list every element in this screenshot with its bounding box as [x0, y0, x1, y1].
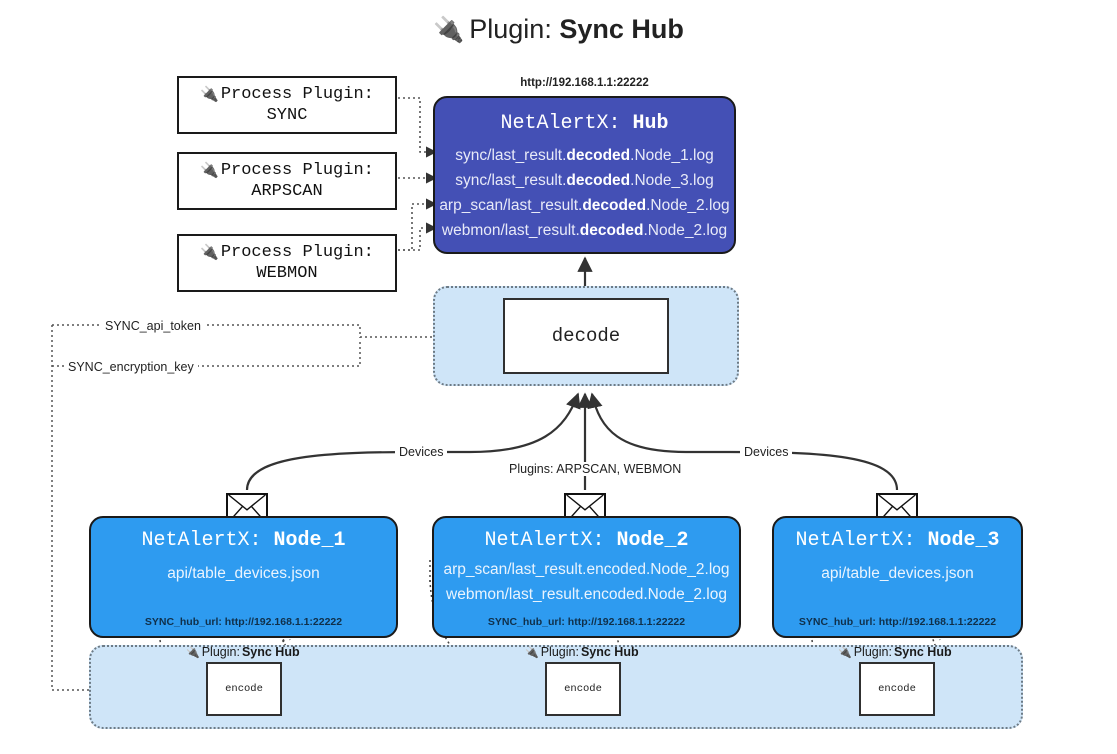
process-plugin-name: ARPSCAN	[251, 182, 323, 201]
node-title-name: Node_1	[273, 529, 346, 552]
process-plugin-sync[interactable]: 🔌 Process Plugin: SYNC	[177, 76, 397, 134]
edge-label-devices-left: Devices	[395, 445, 448, 459]
node-title-prefix: NetAlertX:	[795, 529, 928, 552]
plug-icon: 🔌	[433, 16, 465, 44]
node-line-list: api/table_devices.json	[774, 562, 1021, 587]
plug-icon: 🔌	[186, 646, 200, 659]
encode-box-3[interactable]: encode	[859, 662, 935, 716]
process-plugin-name: WEBMON	[256, 264, 318, 283]
encode-box-2[interactable]: encode	[545, 662, 621, 716]
process-plugin-label: Process Plugin:	[220, 84, 374, 104]
hub-log-line: sync/last_result.decoded.Node_1.log	[455, 147, 714, 164]
node-title: NetAlertX: Node_3	[774, 529, 1021, 552]
node-line-list: api/table_devices.json	[91, 562, 396, 587]
hub-title-prefix: NetAlertX:	[500, 112, 633, 135]
encode-box-1[interactable]: encode	[206, 662, 282, 716]
decode-box[interactable]: decode	[503, 298, 669, 374]
hub-log-line: webmon/last_result.decoded.Node_2.log	[441, 222, 728, 240]
encode-plugin-label-1: 🔌Plugin: Sync Hub	[186, 645, 300, 659]
node-line-list: arp_scan/last_result.encoded.Node_2.log …	[434, 558, 739, 608]
node-box-node-3[interactable]: NetAlertX: Node_3 api/table_devices.json…	[772, 516, 1023, 638]
node-hub-url: SYNC_hub_url: http://192.168.1.1:22222	[144, 616, 343, 628]
plug-icon: 🔌	[838, 646, 852, 659]
node-line: arp_scan/last_result.encoded.Node_2.log	[443, 561, 730, 578]
plug-icon: 🔌	[200, 243, 219, 261]
process-plugin-name: SYNC	[266, 106, 308, 125]
hub-title: NetAlertX: Hub	[435, 112, 734, 135]
node-title: NetAlertX: Node_2	[434, 529, 739, 552]
plug-icon: 🔌	[200, 85, 219, 103]
page-title-prefix: Plugin:	[469, 14, 560, 44]
hub-log-line: arp_scan/last_result.decoded.Node_2.log	[439, 197, 730, 215]
node-line: webmon/last_result.encoded.Node_2.log	[446, 585, 727, 603]
encode-plugin-label-2: 🔌Plugin: Sync Hub	[525, 645, 639, 659]
page-title-name: Sync Hub	[559, 14, 684, 44]
process-plugin-label: Process Plugin:	[220, 242, 374, 262]
node-title-name: Node_2	[616, 529, 689, 552]
node-title-prefix: NetAlertX:	[141, 529, 274, 552]
node-line: api/table_devices.json	[821, 565, 974, 582]
node-hub-url: SYNC_hub_url: http://192.168.1.1:22222	[798, 616, 997, 628]
node-title-prefix: NetAlertX:	[484, 529, 617, 552]
node-hub-url: SYNC_hub_url: http://192.168.1.1:22222	[487, 616, 686, 628]
setting-api-token-label: SYNC_api_token	[101, 319, 205, 333]
node-title: NetAlertX: Node_1	[91, 529, 396, 552]
hub-node[interactable]: NetAlertX: Hub sync/last_result.decoded.…	[433, 96, 736, 254]
edge-label-devices-right: Devices	[740, 445, 793, 459]
node-title-name: Node_3	[927, 529, 1000, 552]
node-line: api/table_devices.json	[167, 565, 320, 582]
node-box-node-1[interactable]: NetAlertX: Node_1 api/table_devices.json…	[89, 516, 398, 638]
hub-url: http://192.168.1.1:22222	[520, 77, 649, 89]
setting-encryption-key-label: SYNC_encryption_key	[64, 360, 198, 374]
encode-plugin-label-3: 🔌Plugin: Sync Hub	[838, 645, 952, 659]
process-plugin-webmon[interactable]: 🔌 Process Plugin: WEBMON	[177, 234, 397, 292]
process-plugin-label: Process Plugin:	[220, 160, 374, 180]
page-title: 🔌Plugin: Sync Hub	[0, 14, 1117, 45]
hub-title-name: Hub	[632, 112, 669, 135]
plug-icon: 🔌	[525, 646, 539, 659]
hub-log-line: sync/last_result.decoded.Node_3.log	[455, 172, 714, 190]
process-plugin-arpscan[interactable]: 🔌 Process Plugin: ARPSCAN	[177, 152, 397, 210]
hub-log-list: sync/last_result.decoded.Node_1.log sync…	[435, 143, 734, 243]
node-box-node-2[interactable]: NetAlertX: Node_2 arp_scan/last_result.e…	[432, 516, 741, 638]
edge-label-plugins: Plugins: ARPSCAN, WEBMON	[505, 462, 686, 476]
plug-icon: 🔌	[200, 161, 219, 179]
